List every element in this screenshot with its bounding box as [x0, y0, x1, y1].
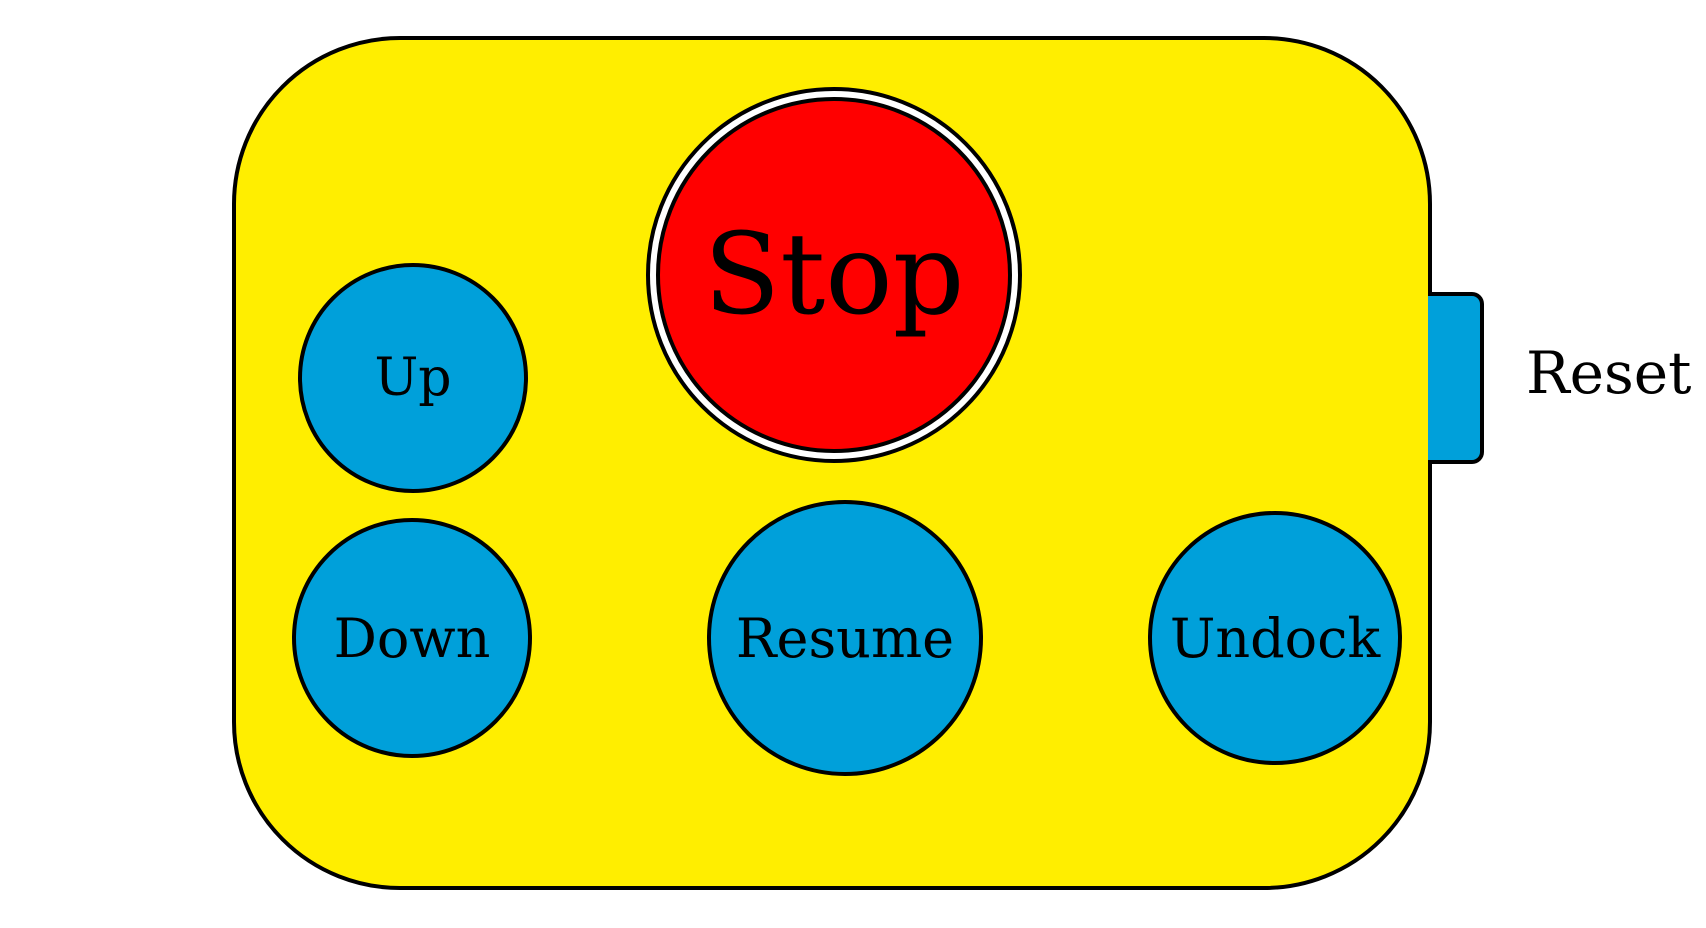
stop-button-label: Stop	[703, 210, 965, 340]
undock-button[interactable]: Undock	[1148, 511, 1402, 765]
up-button-label: Up	[374, 348, 452, 408]
up-button[interactable]: Up	[298, 263, 528, 493]
down-button[interactable]: Down	[292, 518, 532, 758]
undock-button-label: Undock	[1169, 606, 1381, 670]
reset-button[interactable]	[1428, 292, 1484, 464]
resume-button[interactable]: Resume	[707, 500, 983, 776]
resume-button-label: Resume	[735, 606, 955, 670]
reset-label: Reset	[1526, 339, 1692, 407]
down-button-label: Down	[333, 606, 491, 670]
stop-button[interactable]: Stop	[656, 97, 1012, 453]
